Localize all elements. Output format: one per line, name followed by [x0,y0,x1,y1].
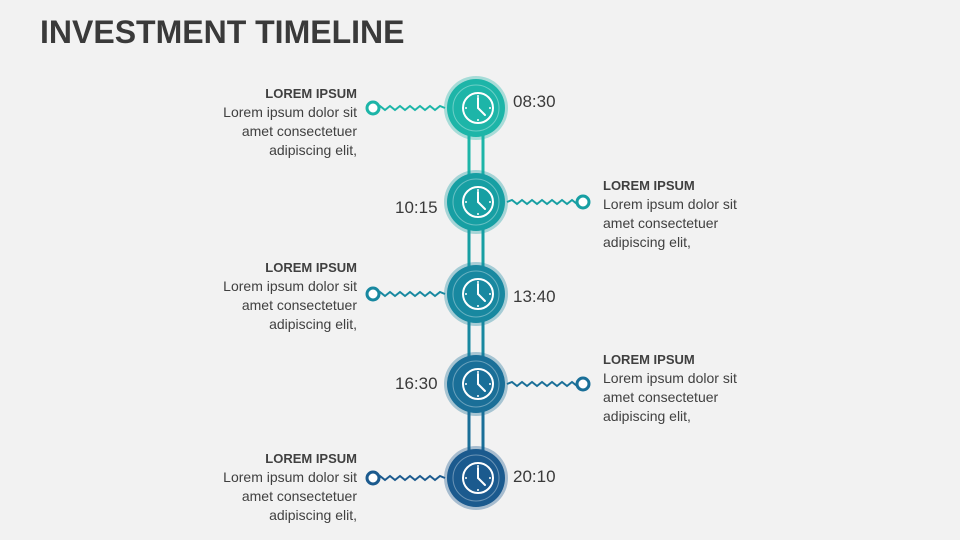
milestone-1-time: 08:30 [513,92,556,111]
milestone-4-time: 16:30 [395,374,438,393]
milestone-1-node [444,76,508,140]
milestone-1-text-line-2: amet consectetuer [241,123,357,139]
milestone-4-end-dot [575,376,591,392]
clock-icon [462,462,494,494]
milestone-2-text-line-2: amet consectetuer [603,215,719,231]
timeline-links [365,100,591,486]
milestone-5-text-line-3: adipiscing elit, [269,507,357,523]
milestone-1-leader-line [372,104,446,112]
milestone-3-leader-line [372,290,446,298]
milestone-3-text-line-2: amet consectetuer [241,297,357,313]
milestone-1-end-dot [365,100,381,116]
milestone-4-description: LOREM IPSUM Lorem ipsum dolor sit amet c… [603,350,803,426]
milestone-5-text-line-1: Lorem ipsum dolor sit [223,469,357,485]
milestone-4-text-line-3: adipiscing elit, [603,408,691,424]
milestone-5-node [444,446,508,510]
milestone-2-description: LOREM IPSUM Lorem ipsum dolor sit amet c… [603,176,803,252]
milestone-5-leader-line [372,474,446,482]
milestone-3-end-dot [365,286,381,302]
clock-icon [462,368,494,400]
milestone-5-time: 20:10 [513,467,556,486]
milestone-4-text-line-2: amet consectetuer [603,389,719,405]
milestone-2-time: 10:15 [395,198,438,217]
milestone-5-end-dot [365,470,381,486]
milestone-5-text-line-2: amet consectetuer [241,488,357,504]
milestone-2-text-line-1: Lorem ipsum dolor sit [603,196,737,212]
milestone-4-leader-line [506,380,584,388]
milestone-3-node [444,262,508,326]
milestone-1-description: LOREM IPSUM Lorem ipsum dolor sit amet c… [157,84,357,160]
clock-icon [462,278,494,310]
milestone-4-node [444,352,508,416]
milestone-2-text-line-3: adipiscing elit, [603,234,691,250]
milestone-2-heading: LOREM IPSUM [603,178,695,193]
milestone-5-description: LOREM IPSUM Lorem ipsum dolor sit amet c… [157,449,357,525]
milestone-1-heading: LOREM IPSUM [265,86,357,101]
clock-icon [462,92,494,124]
milestone-3-text-line-1: Lorem ipsum dolor sit [223,278,357,294]
milestone-3-heading: LOREM IPSUM [265,260,357,275]
milestone-1-text-line-3: adipiscing elit, [269,142,357,158]
milestone-1-text-line-1: Lorem ipsum dolor sit [223,104,357,120]
clock-icon [462,186,494,218]
milestone-2-end-dot [575,194,591,210]
milestone-5-heading: LOREM IPSUM [265,451,357,466]
milestone-3-text-line-3: adipiscing elit, [269,316,357,332]
milestone-4-heading: LOREM IPSUM [603,352,695,367]
milestone-3-time: 13:40 [513,287,556,306]
timeline-nodes [444,76,508,510]
milestone-3-description: LOREM IPSUM Lorem ipsum dolor sit amet c… [157,258,357,334]
milestone-2-leader-line [506,198,584,206]
milestone-2-node [444,170,508,234]
page-title: INVESTMENT TIMELINE [40,14,405,50]
milestone-4-text-line-1: Lorem ipsum dolor sit [603,370,737,386]
